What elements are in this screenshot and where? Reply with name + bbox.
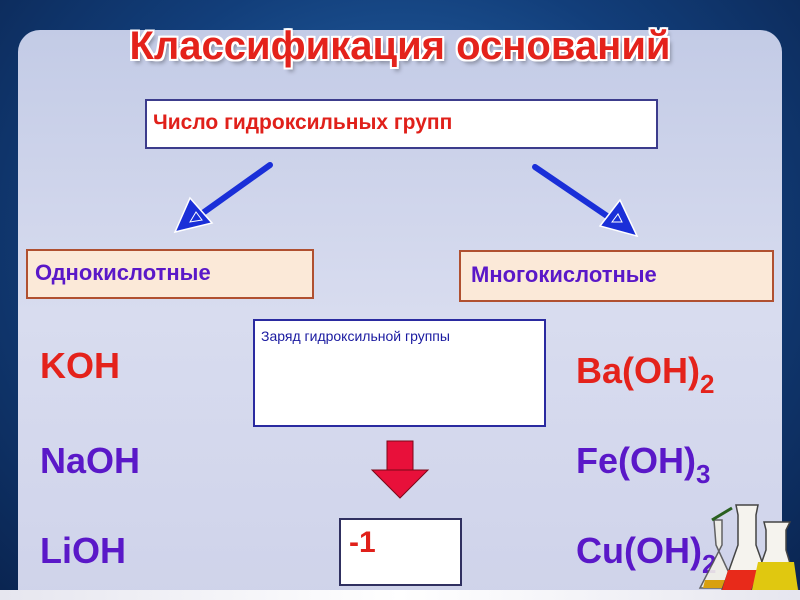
criterion-box: Число гидроксильных групп (145, 99, 658, 149)
formula-lioh: LiOH (40, 530, 126, 571)
category-left-box: Однокислотные (26, 249, 314, 299)
category-right-label: Многокислотные (471, 262, 657, 287)
formula-naoh: NaOH (40, 440, 141, 481)
criterion-label: Число гидроксильных групп (153, 111, 453, 134)
charge-value: -1 (349, 526, 376, 559)
formula-fe-oh-3: Fe(OH)3 (576, 440, 711, 489)
arrow-down-icon (370, 440, 430, 499)
formula-koh: KOH (40, 345, 120, 386)
category-left-label: Однокислотные (35, 260, 211, 285)
lab-flasks-icon (698, 504, 800, 591)
formula-ba-oh-2: Ba(OH)2 (576, 350, 715, 399)
category-right-box: Многокислотные (459, 250, 774, 302)
charge-box: Заряд гидроксильной группы (253, 319, 546, 427)
bottom-bar (0, 590, 800, 600)
charge-label: Заряд гидроксильной группы (261, 328, 450, 344)
arrow-down-right-icon (532, 164, 639, 238)
charge-value-box: -1 (339, 518, 462, 586)
arrow-down-left-icon (173, 162, 273, 234)
slide-title: Классификация оснований (129, 24, 671, 68)
formula-cu-oh-2: Cu(OH)2 (576, 530, 717, 579)
